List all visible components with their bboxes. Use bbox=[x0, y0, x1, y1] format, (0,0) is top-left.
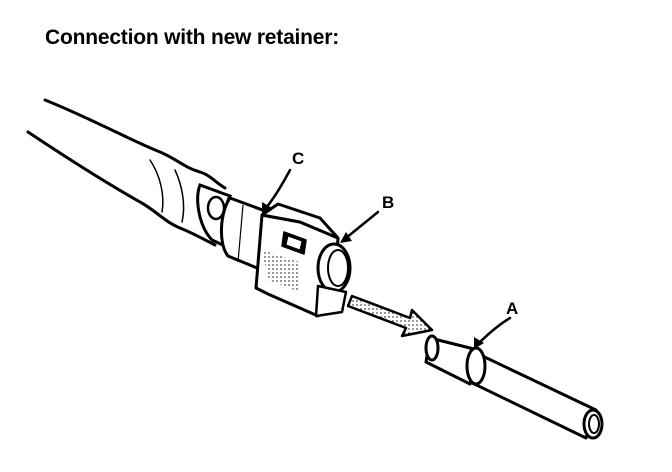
leader-c bbox=[264, 168, 292, 210]
retainer bbox=[254, 202, 352, 318]
fuel-pipe bbox=[424, 334, 604, 440]
label-a: A bbox=[506, 299, 518, 318]
leader-b bbox=[344, 210, 380, 240]
callout-arrowheads bbox=[262, 202, 484, 349]
label-c: C bbox=[292, 149, 304, 168]
label-b: B bbox=[382, 193, 394, 212]
insertion-arrow bbox=[346, 294, 434, 338]
fuel-hose bbox=[26, 98, 227, 247]
diagram-heading: Connection with new retainer: bbox=[45, 26, 340, 49]
connector-body bbox=[219, 196, 270, 273]
leader-a bbox=[476, 316, 512, 346]
